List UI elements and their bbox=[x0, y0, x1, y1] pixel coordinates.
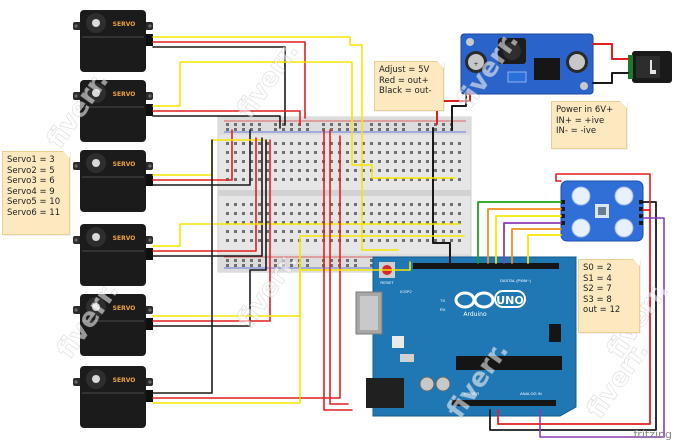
servo-pin-line: Servo5 = 10 bbox=[7, 197, 61, 207]
servo-motor: SERVO bbox=[73, 150, 153, 212]
arduino-uno-board: UNO Arduino RESET ICSP2 TX RX POWER ANAL… bbox=[355, 256, 577, 417]
power-input-note: Power in 6V+ IN+ = +ive IN- = -ive bbox=[551, 101, 627, 149]
servo-label: SERVO bbox=[113, 161, 136, 168]
buck-converter-note: Adjust = 5V Red = out+ Black = out- bbox=[374, 61, 444, 111]
servo-label: SERVO bbox=[113, 377, 136, 384]
reset-label: RESET bbox=[380, 280, 394, 285]
servo-motor: SERVO bbox=[73, 294, 153, 356]
power-note-line: IN+ = +ive bbox=[556, 115, 605, 126]
buck-note-line: Adjust = 5V bbox=[379, 65, 430, 75]
sensor-pin-line: out = 12 bbox=[583, 305, 621, 315]
rx-label: RX bbox=[440, 307, 446, 312]
servo-pin-note: Servo1 = 3 Servo2 = 5 Servo3 = 6 Servo4 … bbox=[2, 151, 70, 235]
servo-label: SERVO bbox=[113, 235, 136, 242]
icsp-label: ICSP2 bbox=[400, 289, 412, 294]
power-label: POWER bbox=[464, 391, 479, 396]
sensor-pin-line: S3 = 8 bbox=[583, 294, 612, 305]
servo-pin-line: Servo1 = 3 bbox=[7, 155, 55, 165]
servo-motor: SERVO bbox=[73, 10, 153, 72]
servo-label: SERVO bbox=[113, 21, 136, 28]
servo-pin-line: Servo2 = 5 bbox=[7, 165, 55, 176]
svg-text:+: + bbox=[473, 61, 478, 68]
buck-note-line: Black = out- bbox=[379, 86, 432, 96]
power-note-line: IN- = -ive bbox=[556, 126, 597, 136]
analog-label: ANALOG IN bbox=[520, 391, 542, 396]
tx-label: TX bbox=[440, 298, 445, 303]
servo-label: SERVO bbox=[113, 305, 136, 312]
sensor-pin-line: S1 = 4 bbox=[583, 273, 612, 284]
servo-label: SERVO bbox=[113, 91, 136, 98]
buck-note-line: Red = out+ bbox=[379, 75, 429, 86]
servo-pin-line: Servo4 = 9 bbox=[7, 186, 55, 197]
wires bbox=[152, 36, 665, 438]
servo-motor: SERVO bbox=[73, 80, 153, 142]
servo-pin-line: Servo6 = 11 bbox=[7, 207, 61, 218]
sensor-pin-line: S0 = 2 bbox=[583, 263, 612, 273]
arduino-brand-text: Arduino bbox=[463, 311, 487, 318]
servo-motor: SERVO bbox=[73, 366, 153, 428]
digital-label: DIGITAL (PWM~) bbox=[500, 278, 532, 283]
servo-pin-line: Servo3 = 6 bbox=[7, 176, 55, 186]
arduino-logo-text: UNO bbox=[496, 294, 524, 307]
arduino-logo: UNO Arduino bbox=[454, 290, 526, 318]
dc-power-jack bbox=[628, 51, 672, 83]
power-note-line: Power in 6V+ bbox=[556, 105, 614, 115]
color-sensor-module bbox=[560, 180, 644, 242]
buck-converter-module: + bbox=[460, 33, 594, 95]
servo-group: SERVO SERVO SERVO SERVO SERVO SERVO bbox=[73, 10, 153, 428]
breadboard bbox=[217, 116, 472, 273]
servo-motor: SERVO bbox=[73, 224, 153, 286]
color-sensor-pin-note: S0 = 2 S1 = 4 S2 = 7 S3 = 8 out = 12 bbox=[578, 259, 640, 333]
fritzing-footer: fritzing bbox=[633, 428, 672, 441]
sensor-pin-line: S2 = 7 bbox=[583, 284, 612, 294]
